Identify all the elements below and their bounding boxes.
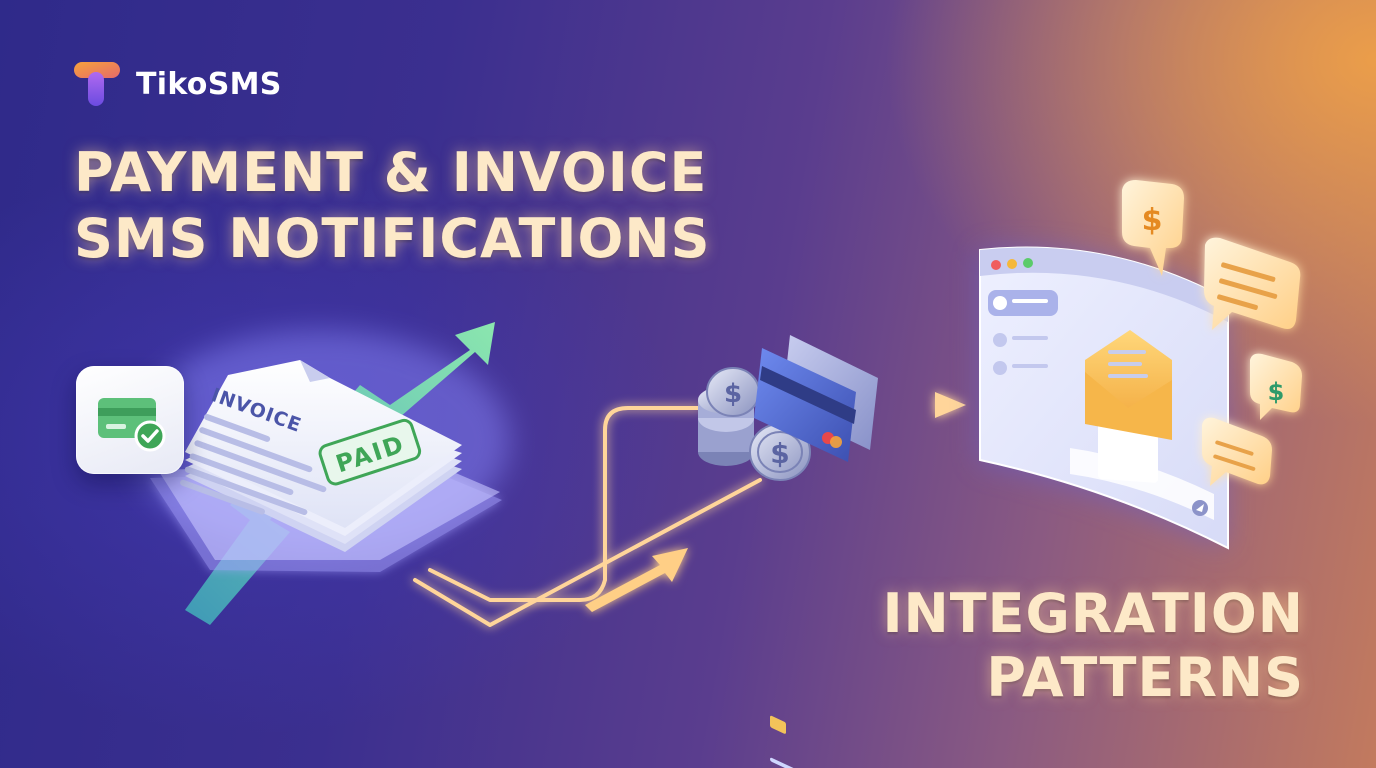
- coin-dollar-label: $: [724, 379, 742, 409]
- page-title: PAYMENT & INVOICE SMS NOTIFICATIONS: [74, 140, 834, 272]
- flow-arrow-icon: [585, 548, 688, 612]
- section-subtitle: INTEGRATION PATTERNS: [882, 582, 1304, 710]
- headline-line-1: PAYMENT & INVOICE: [74, 141, 708, 204]
- credit-card-check-icon: [98, 398, 166, 452]
- coins-icon: $ $: [698, 367, 811, 481]
- brand-name: TikoSMS: [136, 66, 282, 102]
- browser-window: [979, 246, 1229, 550]
- flow-arrow-icon: [935, 392, 966, 418]
- subtitle-line-1: INTEGRATION: [882, 582, 1304, 645]
- headline-line-2: SMS NOTIFICATIONS: [74, 207, 711, 270]
- flow-arrow-icons: [585, 392, 966, 612]
- payment-card-tile: [76, 366, 184, 474]
- brand-logo[interactable]: TikoSMS: [72, 58, 282, 110]
- coin-dollar-label: $: [770, 437, 789, 470]
- subtitle-line-2: PATTERNS: [986, 646, 1304, 709]
- bubble-dollar-label: $: [1142, 203, 1163, 238]
- flow-lines: [413, 403, 942, 627]
- message-bubble-small-icon: [1202, 417, 1272, 486]
- dollar-bubble-icon: $: [1122, 180, 1184, 276]
- bubble-dollar-label: $: [1268, 378, 1285, 406]
- message-bubble-icon: [1204, 237, 1301, 330]
- credit-cards-icon: [754, 335, 878, 768]
- dollar-bubble-small-icon: $: [1250, 353, 1302, 420]
- tikosms-logo-icon: [74, 62, 120, 106]
- invoice-stack: INVOICE PAID: [150, 360, 502, 572]
